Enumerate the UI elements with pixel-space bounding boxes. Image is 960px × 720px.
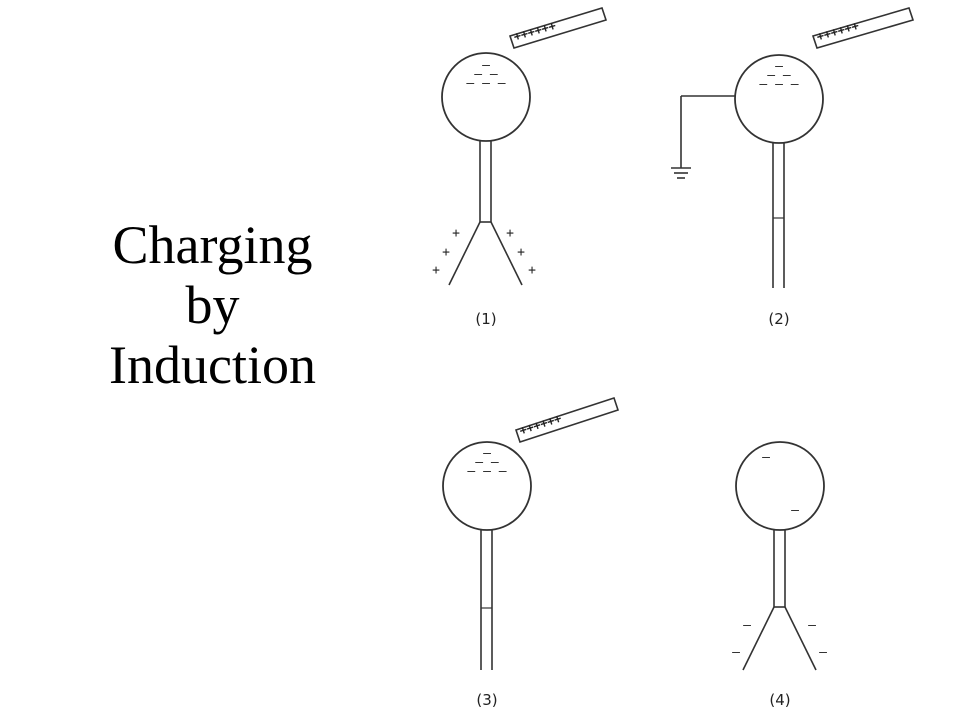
electroscope-leaves xyxy=(742,606,817,671)
leaf-charge: – xyxy=(743,618,751,633)
rod-charges: ++++++ xyxy=(518,411,564,438)
sphere-charge-row: – – xyxy=(767,68,791,83)
leaf-charge: + xyxy=(528,263,536,278)
sphere-charge-row: – – – xyxy=(466,76,505,91)
ground-wire xyxy=(680,95,735,168)
sphere-charge-row: – – xyxy=(475,455,499,470)
panel-3: ++++++ – – – – – – (3) xyxy=(442,396,620,709)
sphere-charge-row: – – xyxy=(474,67,498,82)
charged-rod: ++++++ xyxy=(514,396,620,444)
sphere-charge-row: – xyxy=(482,58,490,73)
panel-1: ++++++ – – – – – – + + + + + xyxy=(432,7,608,328)
electroscope-stem xyxy=(479,141,492,223)
panel-caption: (1) xyxy=(475,310,496,328)
title-line-1: Charging xyxy=(112,215,313,275)
panel-caption: (2) xyxy=(768,310,789,328)
electroscope-sphere xyxy=(734,54,824,144)
leaf-charges: + + + + + + xyxy=(432,226,536,278)
panel-caption: (4) xyxy=(769,691,790,709)
leaf-charge: + xyxy=(452,226,460,241)
ground-icon xyxy=(671,167,691,179)
leaf-charge: – xyxy=(732,645,740,660)
leaf-charge: + xyxy=(432,263,440,278)
electroscope-stem xyxy=(772,143,785,288)
panel-caption: (3) xyxy=(476,691,497,709)
electroscope-sphere xyxy=(735,441,825,531)
charged-rod: ++++++ xyxy=(508,7,608,49)
sphere-charge: – xyxy=(762,450,770,465)
slide-title: Charging by Induction xyxy=(55,215,370,395)
leaf-charges: – – – – xyxy=(732,618,827,660)
leaf-charge: + xyxy=(506,226,514,241)
panel-4: – – – – – – (4) xyxy=(732,441,827,709)
electroscope-stem xyxy=(773,530,786,608)
electroscope-stem xyxy=(480,530,493,670)
sphere-charge-row: – xyxy=(483,446,491,461)
leaf-charge: – xyxy=(819,645,827,660)
sphere-charges: – – – – – – xyxy=(467,446,506,479)
leaf-charge: – xyxy=(808,618,816,633)
electroscope-leaves xyxy=(448,221,523,286)
title-line-2: by xyxy=(185,275,240,335)
charged-rod: ++++++ xyxy=(811,7,915,49)
sphere-charges: – – xyxy=(762,450,799,518)
leaf-charge: + xyxy=(442,245,450,260)
rod-charges: ++++++ xyxy=(512,18,558,43)
sphere-charge-row: – xyxy=(775,59,783,74)
electroscope-sphere xyxy=(442,441,532,531)
leaf-charge: + xyxy=(517,245,525,260)
sphere-charges: – – – – – – xyxy=(759,59,798,92)
panel-2: ++++++ – – – – – – (2) xyxy=(671,7,915,328)
sphere-charges: – – – – – – xyxy=(466,58,505,91)
electroscope-sphere xyxy=(441,52,531,142)
title-line-3: Induction xyxy=(109,335,316,395)
sphere-charge: – xyxy=(791,503,799,518)
sphere-charge-row: – – – xyxy=(467,464,506,479)
sphere-charge-row: – – – xyxy=(759,77,798,92)
rod-charges: ++++++ xyxy=(815,18,861,43)
